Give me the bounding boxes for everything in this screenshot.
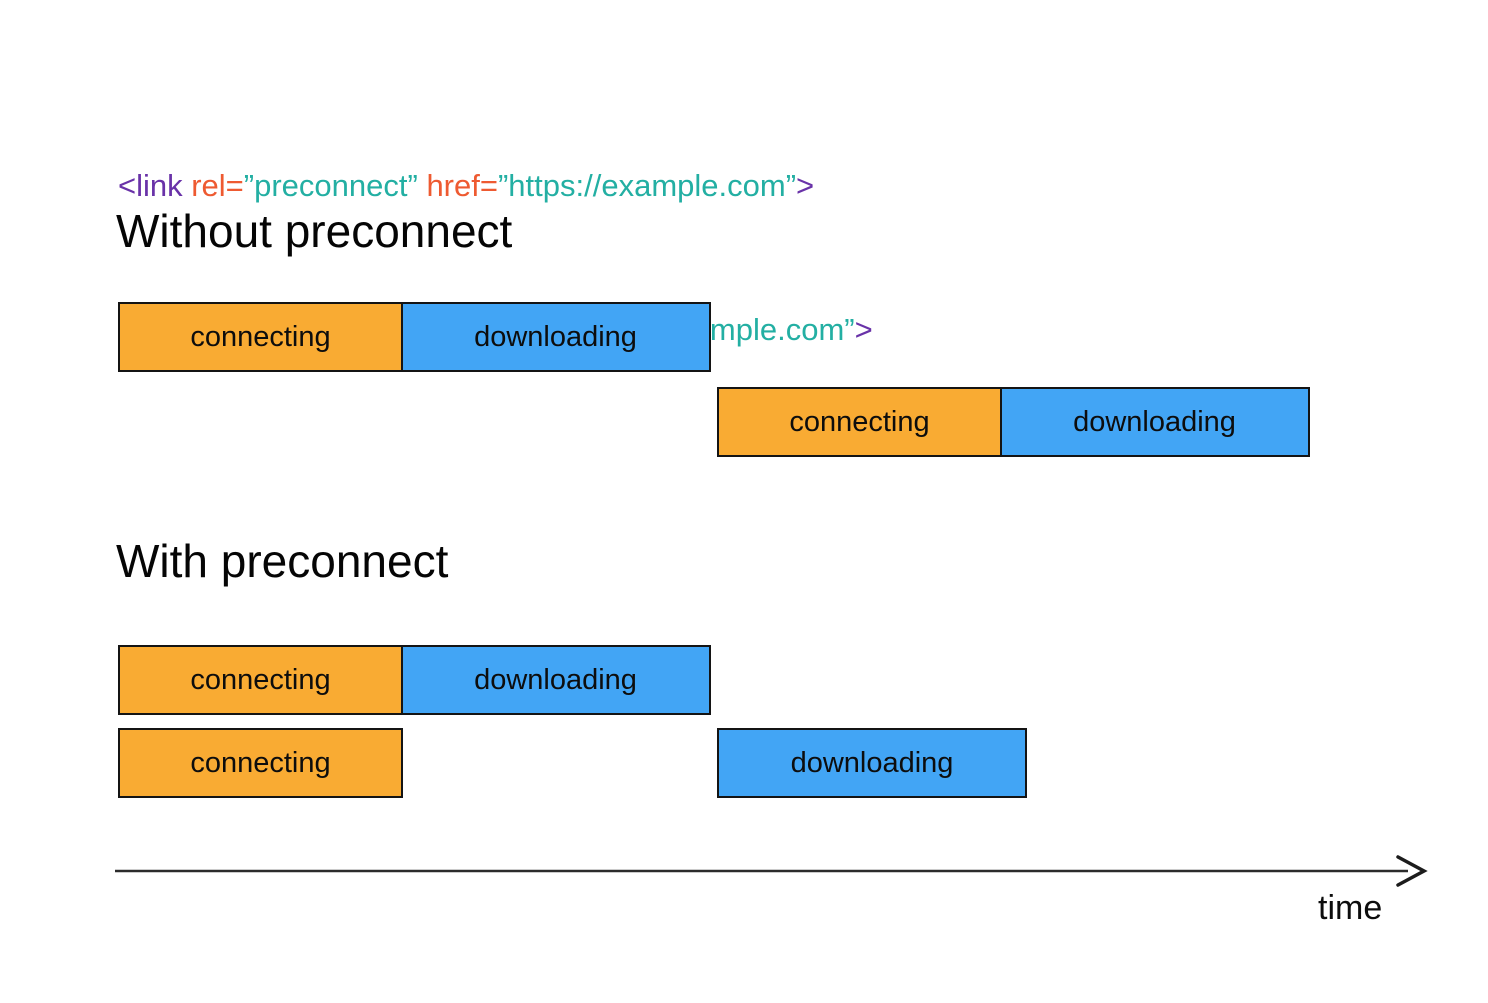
- code-token-value: ”https://example.com”: [497, 168, 797, 203]
- connecting-bar: connecting: [717, 387, 1002, 457]
- bar-label: downloading: [474, 320, 637, 353]
- bar-label: connecting: [190, 746, 331, 779]
- connecting-bar: connecting: [118, 302, 403, 372]
- connecting-bar: connecting: [118, 645, 403, 715]
- code-token-attr: href=: [426, 168, 498, 203]
- code-token-attr: rel=: [191, 168, 244, 203]
- code-token-value: ”preconnect”: [243, 168, 427, 203]
- downloading-bar: downloading: [400, 645, 711, 715]
- code-token-tag: <link: [118, 168, 192, 203]
- section-title-without-preconnect: Without preconnect: [116, 205, 513, 257]
- bar-label: connecting: [190, 320, 331, 353]
- bar-label: connecting: [789, 405, 930, 438]
- code-line-1: <link rel=”preconnect” href=”https://exa…: [118, 162, 873, 210]
- timeline-row-request1: connecting downloading: [118, 645, 711, 715]
- time-axis: [115, 855, 1428, 887]
- timeline-row-request2: connecting downloading: [717, 387, 1310, 457]
- code-token-tag: >: [796, 168, 815, 203]
- bar-label: downloading: [790, 746, 954, 779]
- downloading-bar: downloading: [400, 302, 711, 372]
- downloading-bar: downloading: [999, 387, 1310, 457]
- section-title-with-preconnect: With preconnect: [116, 535, 449, 587]
- code-token-tag: >: [854, 312, 873, 347]
- timeline-row-request1: connecting downloading: [118, 302, 711, 372]
- arrow-right-icon: [1396, 855, 1428, 887]
- timeline-row-request2: connecting downloading: [118, 728, 1027, 798]
- bar-label: downloading: [474, 663, 637, 696]
- time-axis-label: time: [1318, 889, 1383, 927]
- bar-label: downloading: [1073, 405, 1236, 438]
- bar-label: connecting: [190, 663, 331, 696]
- downloading-bar: downloading: [717, 728, 1027, 798]
- connecting-bar: connecting: [118, 728, 403, 798]
